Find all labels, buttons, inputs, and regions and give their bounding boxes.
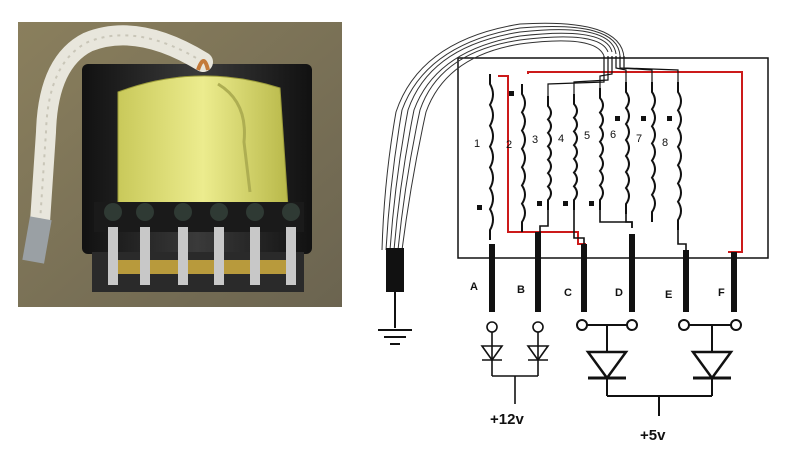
terminal-label-f: F <box>718 287 725 299</box>
winding-lead <box>677 230 687 250</box>
winding-7 <box>650 82 656 222</box>
terminal-pin-e <box>683 250 689 312</box>
winding-lead <box>573 56 609 94</box>
winding-label-2: 2 <box>506 139 512 151</box>
terminal-pin-c <box>581 244 587 312</box>
terminal-label-b: B <box>517 284 525 296</box>
winding-lead <box>615 56 627 82</box>
rectifier-5v <box>576 319 742 416</box>
transformer-outline <box>457 57 769 259</box>
winding-lead <box>625 214 633 228</box>
winding-label-8: 8 <box>662 137 668 149</box>
winding-lead <box>547 56 605 96</box>
terminal-label-a: A <box>470 281 478 293</box>
winding-3 <box>546 96 552 210</box>
terminal-pin-b <box>535 232 541 312</box>
winding-label-7: 7 <box>636 133 642 145</box>
winding-lead <box>539 210 549 232</box>
winding-lead <box>599 210 633 228</box>
winding-6 <box>624 82 630 214</box>
terminal-pin-f <box>731 252 737 312</box>
winding-label-1: 1 <box>474 138 480 150</box>
output-label-5v: +5v <box>640 427 666 444</box>
transformer-photo <box>18 22 342 307</box>
terminal-label-c: C <box>564 287 572 299</box>
terminal-pin-a <box>489 244 495 312</box>
winding-lead <box>599 56 613 88</box>
lead-bundle <box>381 22 625 251</box>
winding-lead <box>623 56 679 82</box>
winding-8 <box>676 82 682 230</box>
terminal-pins <box>489 232 737 312</box>
winding-label-5: 5 <box>584 130 590 142</box>
polarity-dots <box>477 91 672 210</box>
output-label-12v: +12v <box>490 411 524 428</box>
winding-label-4: 4 <box>558 133 564 145</box>
windings: 1 2 3 4 5 6 7 8 <box>474 56 687 250</box>
rectifier-12v <box>480 321 550 404</box>
red-wire <box>498 71 743 253</box>
winding-lead <box>573 210 585 244</box>
winding-5 <box>598 88 604 210</box>
terminal-pin-d <box>629 234 635 312</box>
terminal-label-d: D <box>615 287 623 299</box>
ground-plug <box>386 248 404 292</box>
winding-1 <box>488 74 494 240</box>
terminal-label-e: E <box>665 289 672 301</box>
winding-4 <box>572 94 578 210</box>
winding-2 <box>520 84 526 232</box>
pin-row <box>94 59 304 285</box>
ground-symbol <box>378 329 412 345</box>
winding-label-6: 6 <box>610 129 616 141</box>
winding-label-3: 3 <box>532 134 538 146</box>
